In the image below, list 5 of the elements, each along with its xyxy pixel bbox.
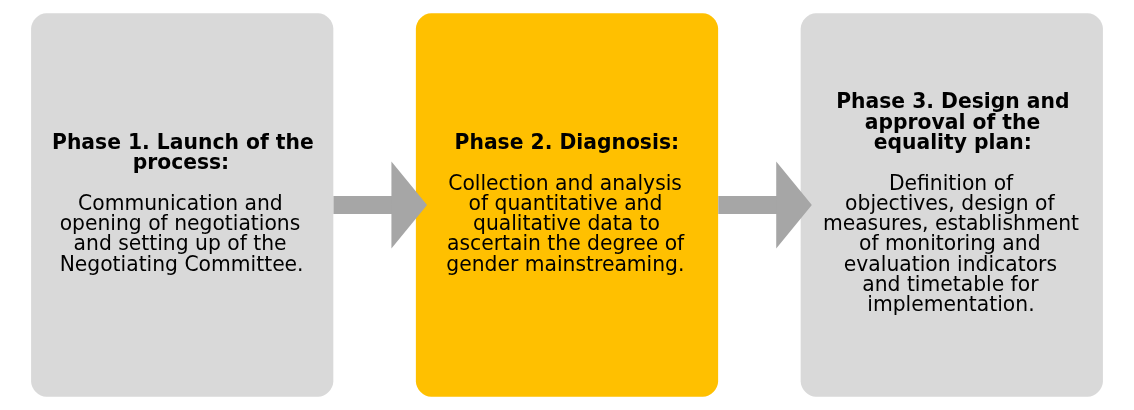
arrow xyxy=(718,161,812,249)
arrow xyxy=(333,161,428,249)
node-box: Phase 3. Design and approval of the equality plan: Definition of objectives, design of measures, establishment of monitoring and evaluation indicators and timetable for implementation. xyxy=(800,13,1103,397)
node-box: Phase 1. Launch of the process: Communication and opening of negotiations and setting up of the Negotiating Committee. xyxy=(31,13,334,397)
node-box: Phase 2. Diagnosis: Collection and analysis of quantitative and qualitative data to ascertain the degree of gender mainstreaming. xyxy=(415,13,719,397)
